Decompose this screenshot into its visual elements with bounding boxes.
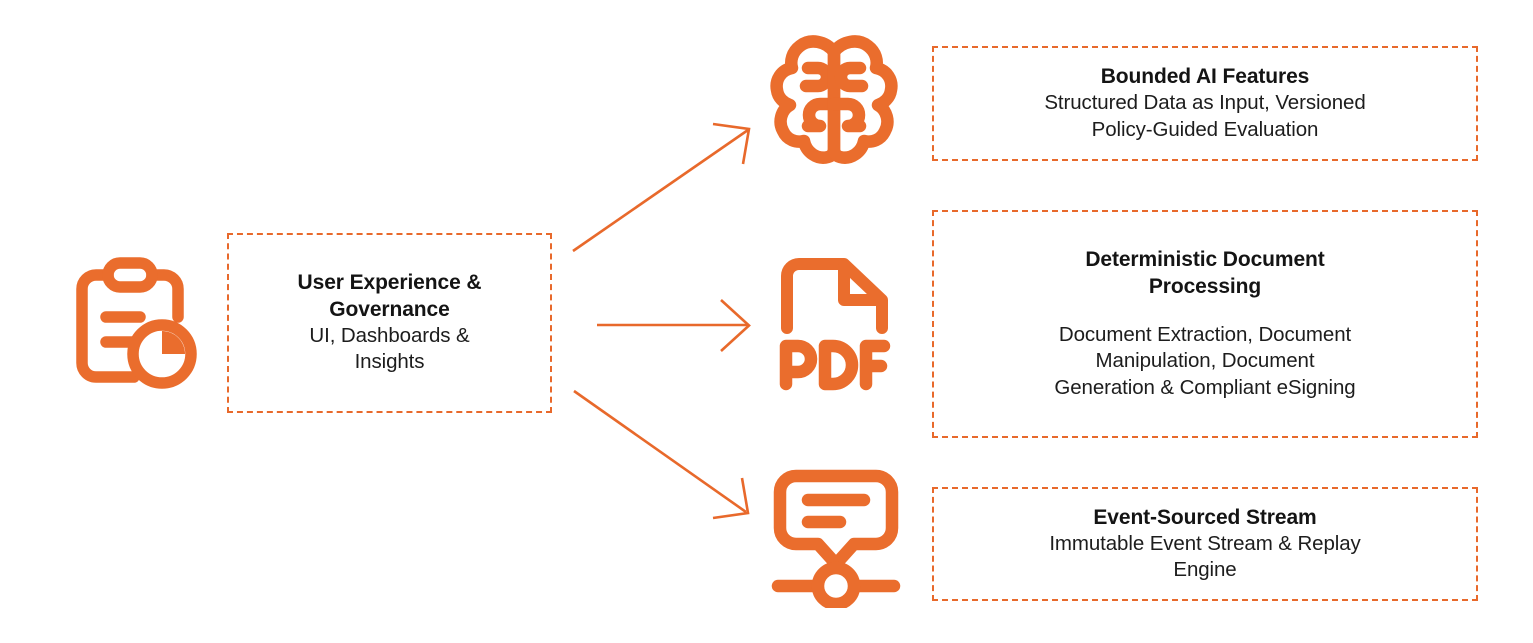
node-event-sourced-stream[interactable]: Event-Sourced Stream Immutable Event Str…: [932, 487, 1478, 601]
arrow-source-to-bounded-ai: [572, 122, 751, 253]
node-bounded-ai-features[interactable]: Bounded AI Features Structured Data as I…: [932, 46, 1478, 161]
node-description: UI, Dashboards & Insights: [309, 324, 470, 374]
node-title: User Experience & Governance: [297, 271, 482, 321]
arrow-source-to-document-processing: [597, 299, 751, 352]
node-description: Immutable Event Stream & Replay Engine: [1049, 531, 1361, 582]
node-deterministic-document-processing[interactable]: Deterministic Document Processing Docume…: [932, 210, 1478, 438]
node-description: Document Extraction, Document Manipulati…: [1054, 323, 1356, 399]
event-stream-icon: [770, 466, 902, 611]
node-title: Deterministic Document Processing: [1085, 248, 1325, 298]
node-title: Bounded AI Features: [1100, 65, 1310, 89]
node-user-experience-governance[interactable]: User Experience & Governance UI, Dashboa…: [227, 233, 552, 413]
pie-chart-glyph: [127, 319, 197, 389]
clipboard-chart-glyph: [76, 257, 197, 389]
node-title: Event-Sourced Stream: [1093, 505, 1317, 529]
brain-icon: [768, 30, 900, 168]
node-description: Structured Data as Input, Versioned Poli…: [1044, 91, 1366, 141]
arrow-source-to-event-stream: [573, 389, 750, 520]
pdf-glyph: [779, 258, 891, 391]
brain-glyph: [770, 35, 898, 164]
clipboard-chart-icon: [62, 255, 198, 391]
event-stream-glyph: [771, 469, 901, 611]
pdf-document-icon: [774, 254, 896, 394]
